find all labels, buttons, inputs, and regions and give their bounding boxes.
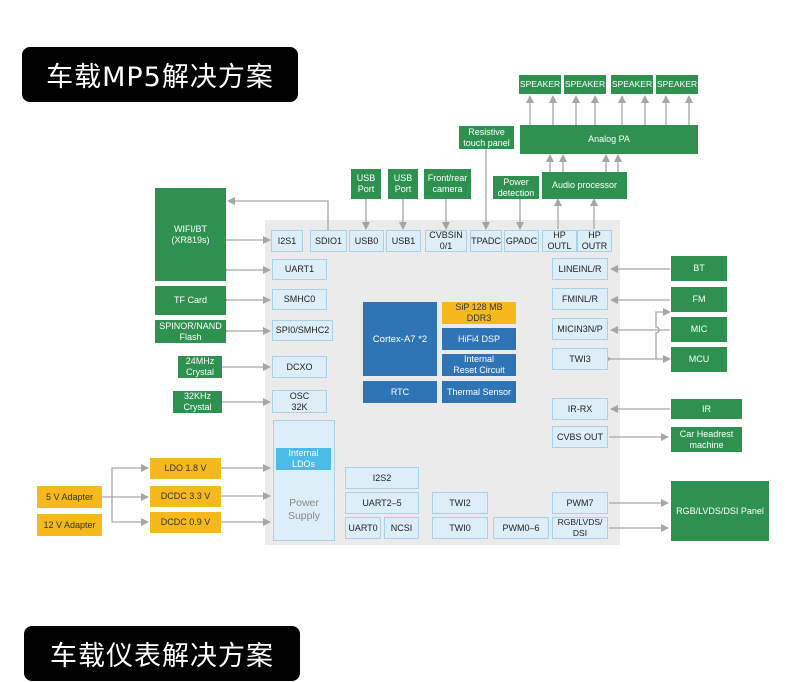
crystal-32khz: 32KHz Crystal xyxy=(173,391,222,413)
fm-source: FM xyxy=(671,287,727,312)
interface-fminl-r: FMINL/R xyxy=(552,288,608,310)
dcdc-0v9: DCDC 0.9 V xyxy=(150,512,221,533)
thermal-sensor: Thermal Sensor xyxy=(442,381,516,403)
internal-reset-circuit: Internal Reset Circuit xyxy=(442,354,516,376)
wifi-bt-module: WIFI/BT (XR819s) xyxy=(155,188,226,281)
interface-cvbsin: CVBSIN 0/1 xyxy=(425,230,467,252)
interface-tpadc: TPADC xyxy=(470,230,502,252)
interface-uart1: UART1 xyxy=(272,259,327,280)
interface-spi0-smhc2: SPI0/SMHC2 xyxy=(272,320,333,341)
interface-twi2: TWI2 xyxy=(432,492,488,514)
interface-uart0: UART0 xyxy=(345,517,381,539)
ldo-1v8: LDO 1.8 V xyxy=(150,458,221,479)
interface-pwm0-6: PWM0–6 xyxy=(493,517,549,539)
interface-osc32k: OSC 32K xyxy=(272,390,327,413)
cortex-a7-cpu: Cortex-A7 *2 xyxy=(363,302,437,376)
interface-ncsi: NCSI xyxy=(384,517,419,539)
interface-i2s2: I2S2 xyxy=(345,467,419,489)
spi-nor-nand-flash: SPINOR/NAND Flash xyxy=(155,320,226,343)
analog-pa: Analog PA xyxy=(520,125,698,154)
interface-hp-outl: HP OUTL xyxy=(542,230,577,252)
adapter-12v: 12 V Adapter xyxy=(37,514,102,536)
interface-i2s1: I2S1 xyxy=(271,230,303,252)
crystal-24mhz: 24MHz Crystal xyxy=(178,356,222,378)
rgb-lvds-dsi-panel: RGB/LVDS/DSI Panel xyxy=(671,481,769,541)
resistive-touch-panel: Resistive touch panel xyxy=(459,126,514,149)
interface-pwm7: PWM7 xyxy=(552,492,608,514)
interface-twi3: TWI3 xyxy=(552,348,608,370)
interface-dcxo: DCXO xyxy=(272,356,327,378)
adapter-5v: 5 V Adapter xyxy=(37,486,102,508)
ir-source: IR xyxy=(671,399,742,419)
rtc: RTC xyxy=(363,381,437,403)
internal-ldos: Internal LDOs xyxy=(276,448,331,470)
interface-cvbs-out: CVBS OUT xyxy=(552,426,608,448)
interface-twi0: TWI0 xyxy=(432,517,488,539)
interface-micin3n-p: MICIN3N/P xyxy=(552,318,608,340)
cluster-solution-title: 车载仪表解决方案 xyxy=(24,626,300,681)
interface-uart2-5: UART2–5 xyxy=(345,492,419,514)
hifi4-dsp: HiFi4 DSP xyxy=(442,328,516,350)
interface-gpadc: GPADC xyxy=(504,230,539,252)
speaker-2: SPEAKER xyxy=(564,75,606,94)
car-headrest-machine: Car Headrest machine xyxy=(671,427,742,452)
front-rear-camera: Front/rear camera xyxy=(424,169,471,199)
usb-port-1: USB Port xyxy=(388,169,418,199)
bt-source: BT xyxy=(671,256,727,281)
power-detection: Power detection xyxy=(493,176,539,199)
interface-sdio1: SDIO1 xyxy=(310,230,347,252)
mp5-solution-title: 车载MP5解决方案 xyxy=(22,47,298,102)
interface-lineinl-r: LINEINL/R xyxy=(552,258,608,280)
interface-hp-outr: HP OUTR xyxy=(577,230,612,252)
interface-rgb-lvds-dsi: RGB/LVDS/ DSI xyxy=(552,517,608,539)
usb-port-0: USB Port xyxy=(351,169,381,199)
interface-ir-rx: IR-RX xyxy=(552,398,608,420)
interface-smhc0: SMHC0 xyxy=(272,289,327,310)
interface-usb1: USB1 xyxy=(386,230,421,252)
mcu: MCU xyxy=(671,347,727,372)
tf-card: TF Card xyxy=(155,286,226,315)
dcdc-3v3: DCDC 3.3 V xyxy=(150,486,221,507)
audio-processor: Audio processor xyxy=(542,172,627,199)
speaker-1: SPEAKER xyxy=(519,75,561,94)
interface-usb0: USB0 xyxy=(349,230,384,252)
speaker-4: SPEAKER xyxy=(656,75,698,94)
power-supply: Power Supply xyxy=(273,420,335,541)
sip-ddr3: SiP 128 MB DDR3 xyxy=(442,302,516,324)
mic-source: MIC xyxy=(671,317,727,342)
speaker-3: SPEAKER xyxy=(611,75,653,94)
